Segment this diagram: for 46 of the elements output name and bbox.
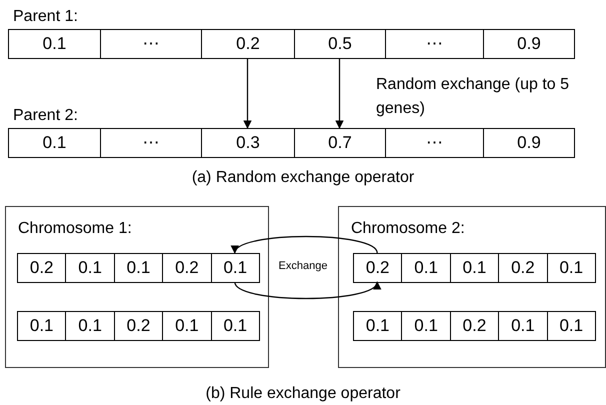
gene-cell: 0.1 <box>65 311 115 341</box>
gene-cell: 0.9 <box>483 29 575 59</box>
gene-cell: 0.9 <box>483 128 575 158</box>
gene-cell: 0.1 <box>8 29 101 59</box>
gene-cell: 0.1 <box>401 253 451 283</box>
gene-cell: 0.2 <box>201 29 295 59</box>
caption: (b) Rule exchange operator <box>204 384 402 404</box>
arrow <box>335 58 344 129</box>
gene-cell: 0.1 <box>162 311 212 341</box>
gene-cell: 0.7 <box>294 128 386 158</box>
gene-cell: ⋯ <box>385 29 484 59</box>
gene-cell: 0.1 <box>210 311 260 341</box>
gene-cell: 0.3 <box>201 128 295 158</box>
label: Random exchange (up to 5 genes) <box>376 75 570 119</box>
gene-cell: 0.1 <box>450 253 500 283</box>
arrow <box>243 58 252 129</box>
panel-title: Chromosome 1: <box>18 219 132 239</box>
gene-cell: ⋯ <box>100 29 202 59</box>
gene-cell: 0.2 <box>353 253 402 283</box>
gene-cell: 0.1 <box>498 311 548 341</box>
chromosome-panel <box>5 206 269 368</box>
gene-cell: 0.1 <box>353 311 402 341</box>
gene-cell: 0.1 <box>546 311 596 341</box>
gene-cell: 0.1 <box>210 253 260 283</box>
arrow <box>234 236 378 254</box>
label: Parent 2: <box>13 106 78 126</box>
gene-cell: 0.2 <box>162 253 212 283</box>
caption: (a) Random exchange operator <box>190 168 416 188</box>
gene-cell: 0.1 <box>17 311 66 341</box>
chromosome-panel <box>338 206 606 368</box>
gene-cell: ⋯ <box>100 128 202 158</box>
gene-cell: 0.2 <box>450 311 500 341</box>
panel-title: Chromosome 2: <box>351 219 465 239</box>
gene-cell: 0.2 <box>114 311 164 341</box>
gene-cell: ⋯ <box>385 128 484 158</box>
arrow <box>234 281 378 300</box>
gene-cell: 0.2 <box>498 253 548 283</box>
gene-cell: 0.1 <box>546 253 596 283</box>
label: Exchange <box>278 259 328 274</box>
gene-cell: 0.1 <box>401 311 451 341</box>
gene-cell: 0.1 <box>114 253 164 283</box>
gene-cell: 0.5 <box>294 29 386 59</box>
gene-cell: 0.2 <box>17 253 66 283</box>
gene-cell: 0.1 <box>65 253 115 283</box>
gene-cell: 0.1 <box>8 128 101 158</box>
label: Parent 1: <box>13 7 78 27</box>
